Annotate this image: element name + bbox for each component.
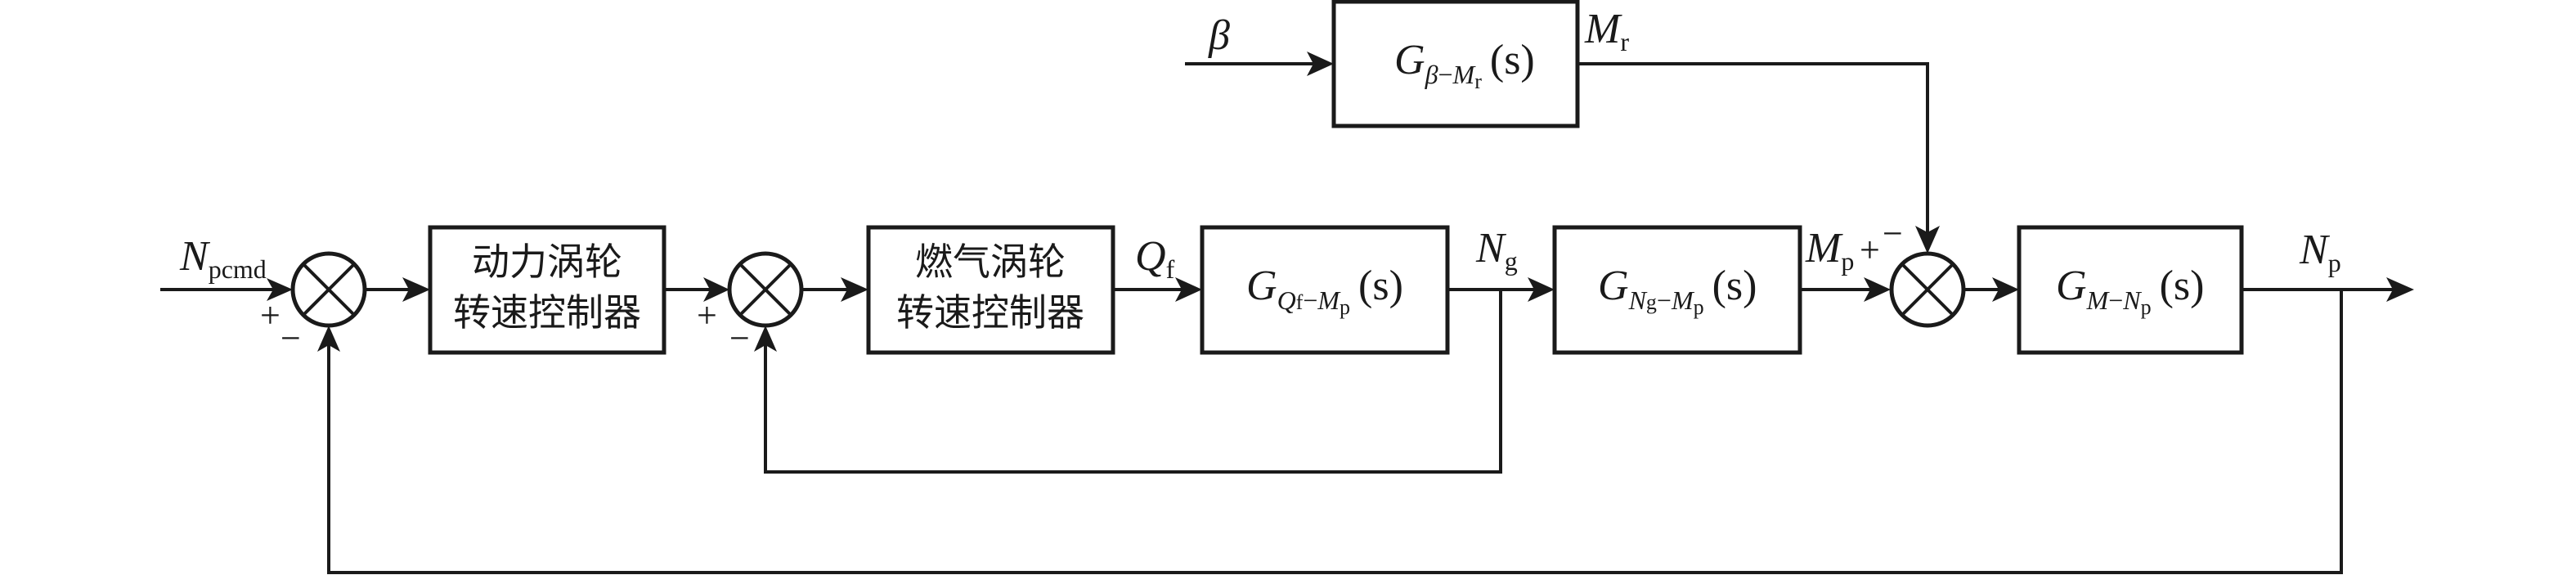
signal-label-mp: Mp xyxy=(1805,225,1854,276)
arrow-head-icon xyxy=(1307,52,1334,76)
sum1-plus-sign: + xyxy=(260,295,280,335)
sum2-minus-sign: − xyxy=(729,318,750,358)
transfer-function-label: Gβ−Mr(s) xyxy=(1394,37,1535,93)
arrow-head-icon xyxy=(841,277,868,302)
arrow-head-icon xyxy=(317,326,340,352)
arrow-head-icon xyxy=(402,277,430,302)
arrow-head-icon xyxy=(267,278,293,301)
sum3-minus-sign: − xyxy=(1883,213,1903,254)
g-qf-mp-block: GQf−Mp(s) xyxy=(1200,225,1450,355)
signal-label-mr: Mr xyxy=(1584,6,1629,56)
transfer-function-label: GQf−Mp(s) xyxy=(1246,263,1403,319)
power-turbine-speed-controller-block: 动力涡轮 转速控制器 xyxy=(428,225,666,355)
inner-feedback-line xyxy=(764,290,1502,474)
arrow-head-icon xyxy=(1864,277,1891,302)
block-label-line1: 动力涡轮 xyxy=(472,240,622,284)
arrow-head-icon xyxy=(1915,226,1940,254)
g-ng-mp-block: GNg−Mp(s) xyxy=(1552,225,1802,355)
sum3-plus-sign: + xyxy=(1860,230,1880,270)
summing-junction-2 xyxy=(727,251,804,328)
arrow-head-icon xyxy=(2386,277,2414,302)
arrow-head-icon xyxy=(1992,277,2019,302)
sum2-plus-sign: + xyxy=(697,295,717,335)
block-label-line1: 燃气涡轮 xyxy=(915,240,1066,284)
signal-label-qf: Qf xyxy=(1135,233,1175,284)
g-beta-mr-block: Gβ−Mr(s) xyxy=(1331,0,1580,128)
arrow-head-icon xyxy=(1528,277,1555,302)
sum1-minus-sign: − xyxy=(280,318,301,358)
transfer-function-label: GM−Np(s) xyxy=(2056,263,2204,319)
signal-label-npcmd: Npcmd xyxy=(179,233,267,284)
block-label-line2: 转速控制器 xyxy=(896,290,1084,335)
arrow-head-icon xyxy=(1175,277,1202,302)
block-label-line2: 转速控制器 xyxy=(453,290,641,335)
mr-line xyxy=(1577,62,1929,245)
outer-feedback-line xyxy=(327,290,2343,574)
g-m-np-block: GM−Np(s) xyxy=(2017,225,2244,355)
summing-junction-3 xyxy=(1889,251,1966,328)
gas-turbine-speed-controller-block: 燃气涡轮 转速控制器 xyxy=(866,225,1115,355)
signal-label-beta: β xyxy=(1208,12,1230,59)
summing-junction-1 xyxy=(290,251,367,328)
transfer-function-label: GNg−Mp(s) xyxy=(1598,263,1757,319)
signal-label-np: Np xyxy=(2299,227,2341,277)
signal-label-ng: Ng xyxy=(1475,225,1518,276)
arrow-head-icon xyxy=(703,277,729,302)
arrow-head-icon xyxy=(754,326,777,352)
